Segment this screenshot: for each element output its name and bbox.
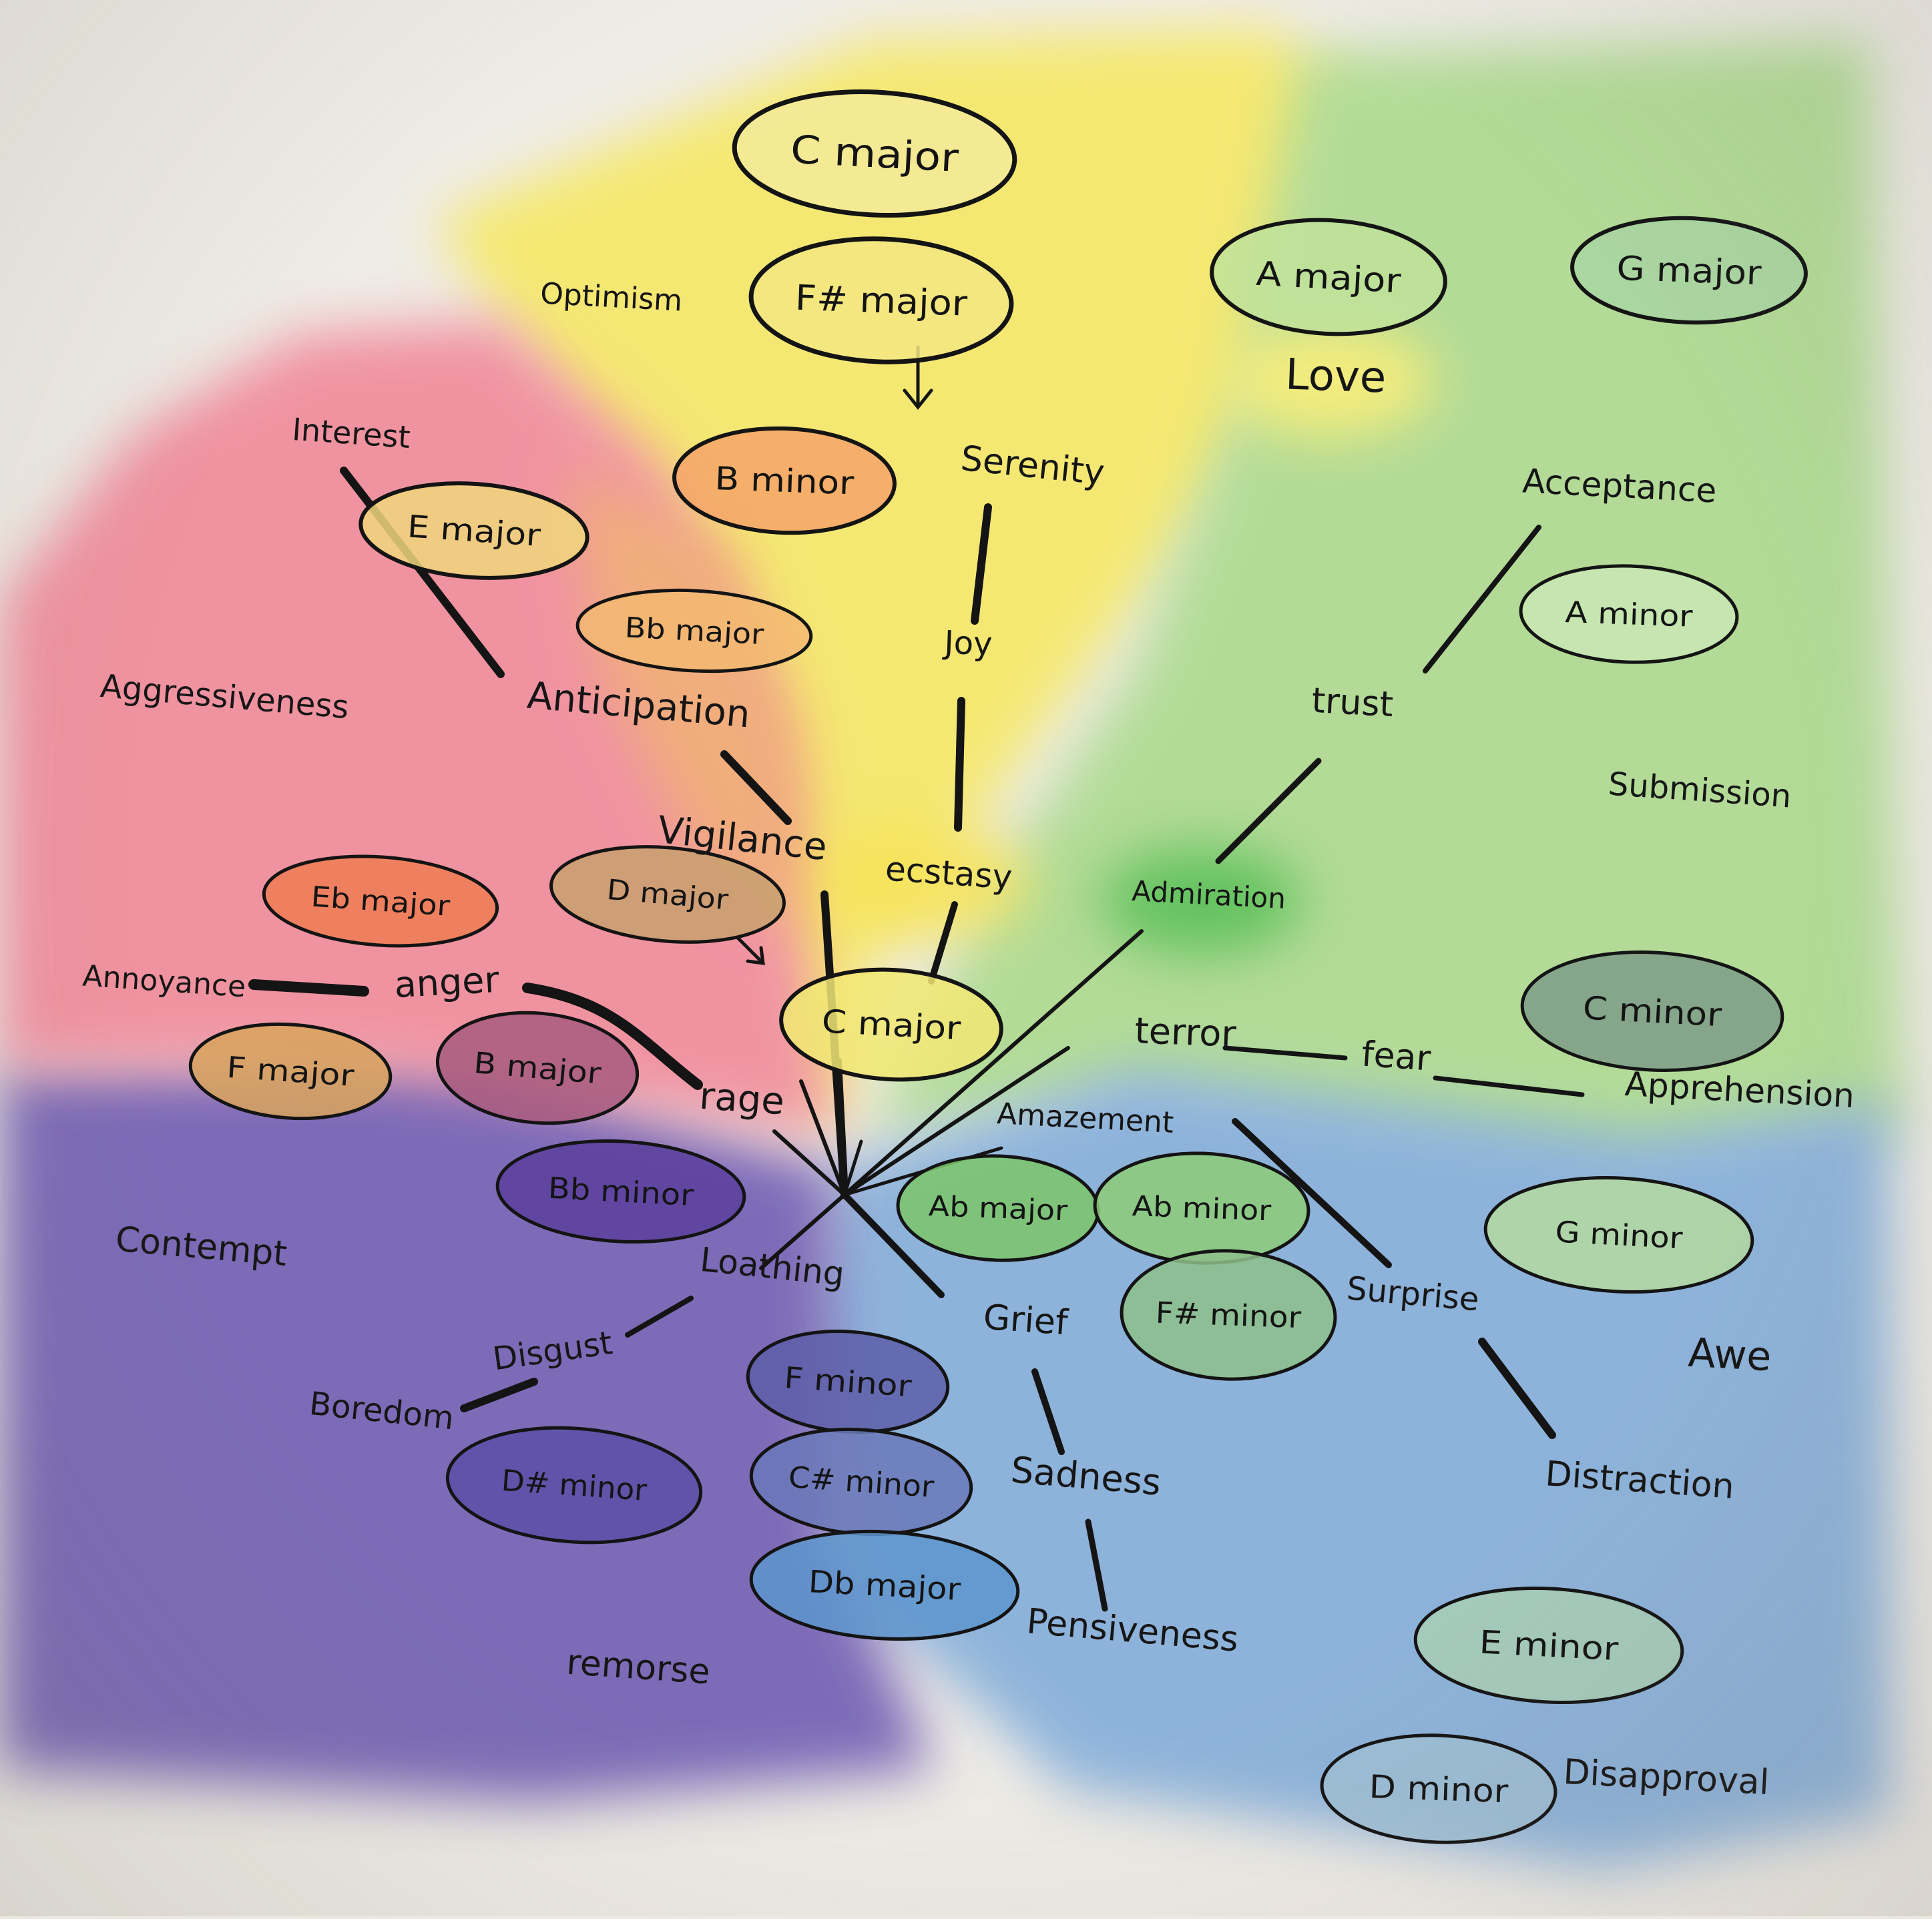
key-label: F# major <box>794 278 969 324</box>
key-c-minor: C minor <box>1520 950 1784 1072</box>
key-ellipse <box>445 1426 703 1545</box>
emotion-grief: Grief <box>982 1298 1070 1344</box>
emotion-remorse: remorse <box>565 1643 712 1693</box>
key-e-major: E major <box>358 481 589 580</box>
emotion-fear: fear <box>1360 1035 1432 1079</box>
key-a-flat-major: Ab major <box>896 1154 1100 1262</box>
key-ellipse <box>1519 564 1739 664</box>
key-label: E minor <box>1478 1623 1619 1668</box>
key-b-flat-major: Bb major <box>575 588 813 673</box>
key-ellipse <box>262 854 499 948</box>
emotion-optimism: Optimism <box>539 276 683 318</box>
key-label: C major <box>790 127 960 181</box>
key-ellipse <box>779 967 1003 1082</box>
key-c-major-top: C major <box>732 89 1017 218</box>
key-d-minor: D minor <box>1320 1733 1557 1844</box>
key-d-major: D major <box>549 845 786 944</box>
emotion-rage: rage <box>698 1075 786 1124</box>
key-b-major: B major <box>435 1011 640 1125</box>
yellow-region <box>434 27 1369 1135</box>
key-label: G minor <box>1554 1215 1684 1256</box>
key-d-sharp-minor: D# minor <box>445 1426 703 1545</box>
emotion-anger: anger <box>393 958 501 1006</box>
key-ellipse <box>672 426 897 535</box>
key-ellipse <box>1210 218 1447 336</box>
key-label: Bb major <box>624 611 765 651</box>
emotion-trust: trust <box>1310 681 1394 725</box>
key-e-flat-major: Eb major <box>262 854 499 948</box>
key-f-major: F major <box>188 1022 393 1121</box>
key-e-minor: E minor <box>1413 1586 1684 1705</box>
key-c-major-center: C major <box>779 967 1003 1082</box>
key-label: Ab major <box>928 1189 1069 1227</box>
key-ellipse <box>495 1139 746 1244</box>
key-label: A major <box>1255 254 1402 300</box>
emotion-admiration: Admiration <box>1131 874 1286 915</box>
key-b-minor: B minor <box>672 426 897 535</box>
key-c-sharp-minor: C# minor <box>749 1427 973 1537</box>
key-a-major: A major <box>1210 218 1447 336</box>
key-f-sharp-major: F# major <box>748 236 1014 364</box>
key-ellipse <box>1413 1586 1684 1705</box>
ecstasy-glow <box>814 821 1028 941</box>
orange-region <box>567 467 814 934</box>
emotion-terror: terror <box>1134 1009 1238 1055</box>
key-label: A minor <box>1565 595 1694 634</box>
glow-highlights <box>814 324 1435 954</box>
key-label: C major <box>820 1003 961 1047</box>
key-ellipse <box>1120 1249 1337 1381</box>
emotion-ecstasy: ecstasy <box>884 849 1013 896</box>
key-f-sharp-minor: F# minor <box>1120 1249 1337 1381</box>
key-ellipse <box>1520 950 1784 1072</box>
key-label: Bb minor <box>547 1171 696 1213</box>
key-a-minor: A minor <box>1519 564 1739 664</box>
key-b-flat-minor: Bb minor <box>495 1139 746 1244</box>
key-label: Ab minor <box>1132 1189 1272 1227</box>
key-label: F# minor <box>1155 1296 1302 1336</box>
emotion-awe: Awe <box>1687 1330 1772 1380</box>
connector-lines <box>248 345 1585 1612</box>
key-ellipse <box>1570 216 1808 325</box>
emotion-love: Love <box>1284 350 1387 402</box>
key-g-minor: G minor <box>1483 1175 1754 1294</box>
emotion-joy: Joy <box>942 624 993 663</box>
key-a-flat-minor: Ab minor <box>1093 1151 1310 1265</box>
key-ellipse <box>1320 1733 1557 1844</box>
key-ellipse <box>575 588 813 673</box>
key-ellipse <box>732 89 1017 218</box>
key-ellipse <box>358 481 589 580</box>
key-label: C minor <box>1582 989 1722 1034</box>
key-ellipse <box>749 1529 1020 1641</box>
key-label: B minor <box>714 460 855 502</box>
emotion-interest: Interest <box>291 411 412 455</box>
key-g-major: G major <box>1570 216 1808 325</box>
key-label: Db major <box>808 1563 962 1607</box>
admiration-glow <box>1102 848 1302 954</box>
key-ellipse <box>748 236 1014 364</box>
key-f-minor: F minor <box>746 1329 950 1434</box>
key-label: G major <box>1616 249 1762 293</box>
key-ellipse <box>435 1011 640 1125</box>
key-d-flat-major: Db major <box>749 1529 1020 1641</box>
key-ellipses: C major F# major A major G major B minor E ma… <box>188 89 1808 1844</box>
love-glow <box>1222 324 1435 437</box>
purple-region <box>0 1055 935 1802</box>
key-ellipse <box>1483 1175 1754 1294</box>
key-ellipse <box>188 1022 393 1121</box>
key-ellipse <box>549 845 786 944</box>
key-label: D minor <box>1369 1768 1509 1810</box>
